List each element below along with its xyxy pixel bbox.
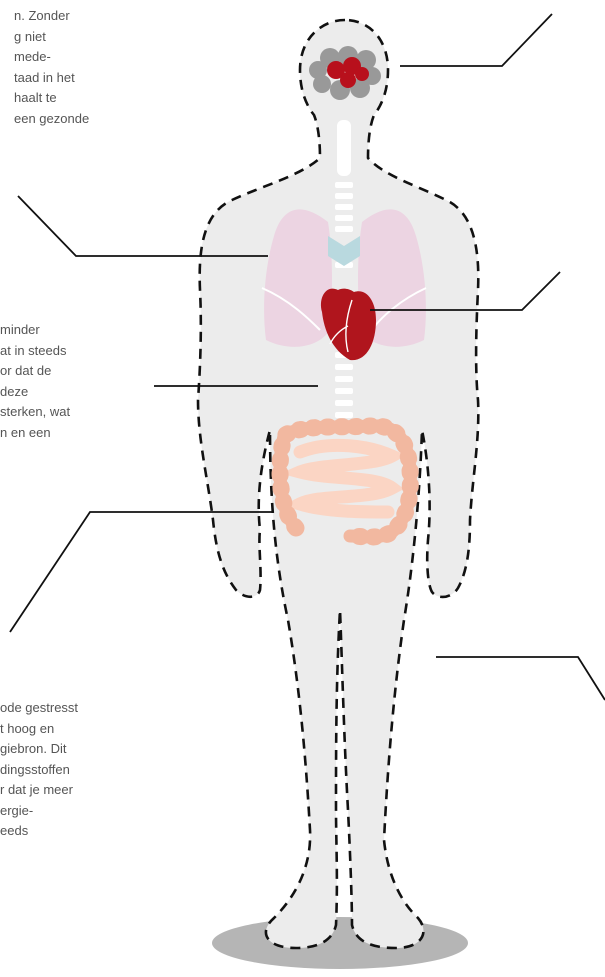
leader-line-legs	[436, 657, 605, 700]
ground-shadow	[212, 917, 468, 969]
leader-line-brain	[400, 14, 552, 66]
